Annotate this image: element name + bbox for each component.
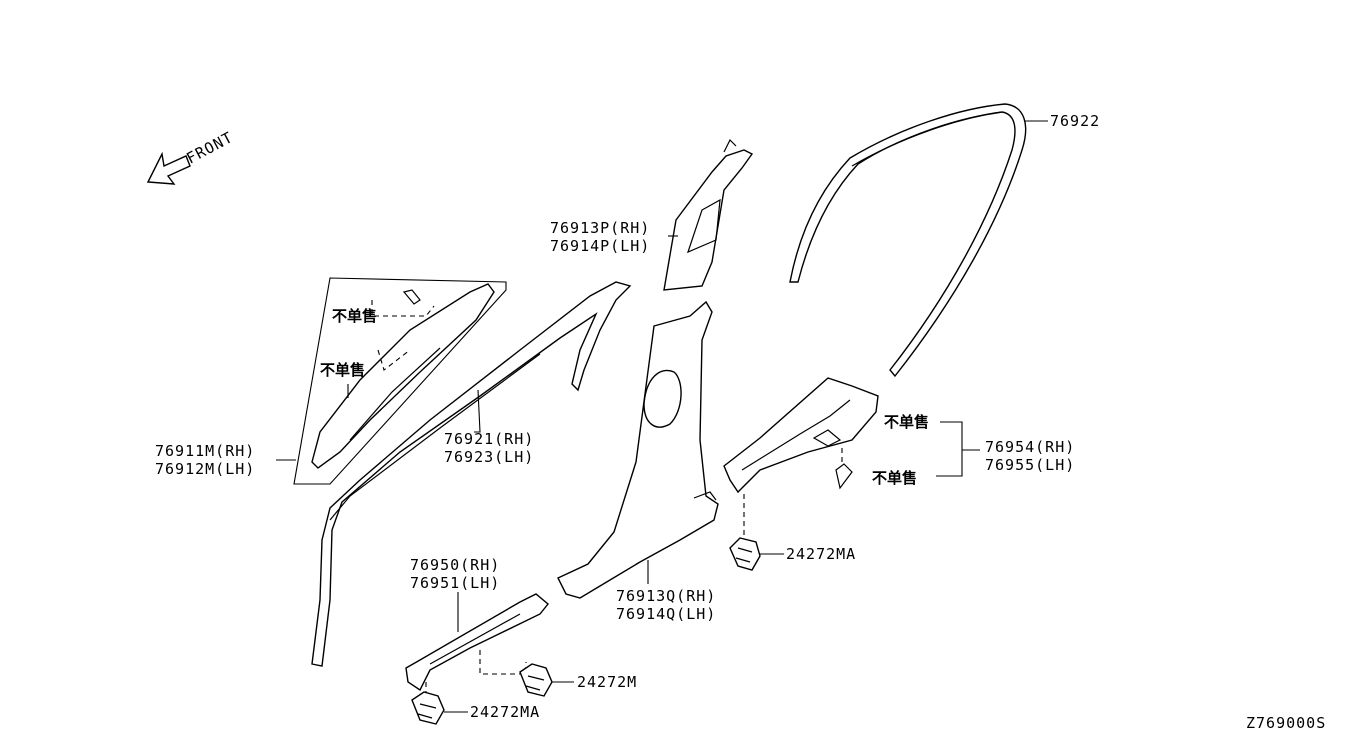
drawing-id: Z769000S [1246, 714, 1326, 732]
note-not-sold-kick-1: 不单售 [884, 413, 929, 431]
front-label: FRONT [183, 128, 236, 167]
label-76913Q: 76913Q(RH) [616, 587, 716, 605]
label-76954: 76954(RH) [985, 438, 1075, 456]
label-76955: 76955(LH) [985, 456, 1075, 474]
label-76911M: 76911M(RH) [155, 442, 255, 460]
leader-76921 [474, 389, 481, 433]
part-76913P-upper-pillar [663, 138, 754, 291]
leader-76954-bracket [936, 421, 980, 477]
dash-clip-lower [377, 349, 411, 371]
part-76954-rear-kick-plate [723, 377, 879, 494]
label-76950: 76950(RH) [410, 556, 500, 574]
part-76921-front-weatherstrip [311, 281, 632, 667]
label-76921: 76921(RH) [444, 430, 534, 448]
dash-clip-76950 [479, 650, 527, 675]
label-76922: 76922 [1050, 112, 1100, 130]
part-76950-front-kick-plate [405, 593, 549, 692]
part-76911M-front-pillar [311, 283, 495, 469]
part-76913Q-lower-pillar [557, 300, 719, 599]
label-76923: 76923(LH) [444, 448, 534, 466]
label-76912M: 76912M(LH) [155, 460, 255, 478]
part-24272MA-clip-lower [411, 691, 445, 725]
dash-clip-upper [371, 300, 435, 317]
label-76951: 76951(LH) [410, 574, 500, 592]
part-76922-weatherstrip [789, 103, 1027, 378]
clip-icon-kick-plate [835, 463, 853, 490]
note-not-sold-inset-2: 不单售 [320, 361, 365, 379]
label-76913P: 76913P(RH) [550, 219, 650, 237]
label-24272MA-lower: 24272MA [470, 703, 540, 721]
label-24272MA-upper: 24272MA [786, 545, 856, 563]
part-24272MA-clip-upper [729, 537, 761, 571]
label-24272M: 24272M [577, 673, 637, 691]
front-arrow-icon [146, 151, 191, 185]
label-76914P: 76914P(LH) [550, 237, 650, 255]
note-not-sold-kick-2: 不单售 [872, 469, 917, 487]
detail-inset-frame [293, 277, 507, 485]
label-76914Q: 76914Q(LH) [616, 605, 716, 623]
part-24272M-clip [519, 663, 553, 697]
note-not-sold-inset-1: 不单售 [332, 307, 377, 325]
